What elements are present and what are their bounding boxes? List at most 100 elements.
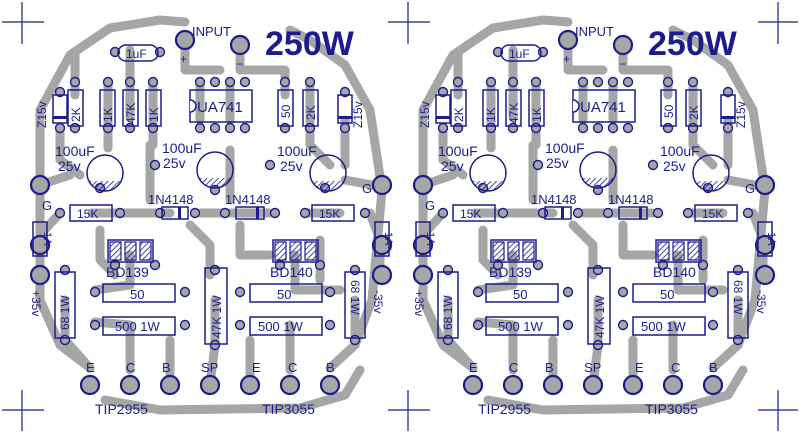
input-plus-label: +: [563, 52, 570, 66]
fuse-label: 1A: [41, 232, 53, 246]
resistor-50-label: 50: [130, 287, 144, 302]
resistor-500-label: 500 1W: [258, 319, 304, 334]
ground-left-label: G: [42, 198, 52, 213]
cap-voltage-label: 25v: [546, 155, 569, 171]
pin-label: E: [469, 360, 478, 375]
cap-1uf-label: 1uF: [509, 47, 530, 61]
cap-1uf-label: 1uF: [126, 47, 147, 61]
resistor-15k-label: 15K: [702, 207, 723, 221]
zener-right-label: Z15v: [734, 101, 748, 128]
opamp-label: UA741: [197, 99, 243, 116]
driver-transistor-label: BD139: [106, 264, 149, 280]
ground-left-label: G: [425, 198, 435, 213]
cap-value-label: 100uF: [545, 140, 585, 156]
diode-label: 1N4148: [531, 192, 577, 207]
amplifier-board-right: 250W INPUT + − 1uF 2K 1K 47K 1K UA741 50…: [412, 20, 777, 417]
supply-plus-label: +35v: [29, 290, 43, 316]
resistor-68-label: 68 1W: [731, 280, 745, 315]
zener-right-label: Z15v: [351, 101, 365, 128]
resistor-15k-label: 15K: [460, 207, 481, 221]
resistor-15k-label: 15K: [319, 207, 340, 221]
supply-plus-label: +35v: [412, 290, 426, 316]
resistor-68-label: 68 1W: [58, 295, 72, 330]
cap-voltage-label: 25v: [163, 155, 186, 171]
output-transistor-label: TIP3055: [262, 401, 315, 417]
resistor-50-label: 50: [660, 287, 674, 302]
pin-label: C: [126, 360, 135, 375]
resistor-label: 2K: [687, 105, 701, 120]
supply-minus-label: -35v: [371, 290, 385, 313]
input-label: INPUT: [192, 24, 231, 39]
amplifier-board-left: 250W INPUT + − 1uF 2K 1K 47K 1K UA741 50…: [29, 20, 394, 417]
pin-label: B: [545, 360, 554, 375]
resistor-68-label: 68 1W: [348, 280, 362, 315]
input-label: INPUT: [575, 24, 614, 39]
cap-value-label: 100uF: [55, 143, 95, 159]
resistor-label: 2K: [69, 107, 83, 122]
resistor-label: 50: [662, 104, 676, 118]
diode-label: 1N4148: [148, 192, 194, 207]
driver-transistor-label: BD140: [270, 264, 313, 280]
opamp-label: UA741: [580, 99, 626, 116]
cap-voltage-label: 25v: [58, 158, 81, 174]
fuse-label: 1A: [382, 232, 394, 246]
fuse-label: 1A: [424, 232, 436, 246]
input-minus-label: −: [236, 57, 243, 71]
pin-label: C: [509, 360, 518, 375]
resistor-label: 1K: [147, 107, 161, 122]
resistor-label: 2K: [452, 107, 466, 122]
output-transistor-label: TIP2955: [478, 401, 531, 417]
pin-label: B: [326, 360, 335, 375]
cap-value-label: 100uF: [438, 143, 478, 159]
pin-label: C: [671, 360, 680, 375]
resistor-47k-label: 47K 1W: [210, 295, 224, 338]
input-plus-label: +: [180, 52, 187, 66]
cap-value-label: 100uF: [660, 143, 700, 159]
resistor-label: 1K: [101, 107, 115, 122]
driver-transistor-label: BD139: [489, 264, 532, 280]
pin-label: B: [162, 360, 171, 375]
cap-value-label: 100uF: [277, 143, 317, 159]
cap-voltage-label: 25v: [280, 158, 303, 174]
resistor-label: 50: [279, 104, 293, 118]
cap-voltage-label: 25v: [663, 158, 686, 174]
cap-value-label: 100uF: [162, 140, 202, 156]
resistor-500-label: 500 1W: [115, 319, 161, 334]
resistor-label: 2K: [304, 105, 318, 120]
resistor-15k-label: 15K: [77, 207, 98, 221]
resistor-label: 47K: [124, 103, 138, 124]
output-transistor-label: TIP2955: [95, 401, 148, 417]
zener-left-label: Z15v: [418, 101, 432, 128]
diode-label: 1N4148: [225, 192, 271, 207]
pin-label: B: [709, 360, 718, 375]
ground-right-label: G: [745, 181, 755, 196]
board-title: 250W: [265, 25, 355, 63]
cap-voltage-label: 25v: [441, 158, 464, 174]
pin-label: SP: [201, 360, 218, 375]
resistor-500-label: 500 1W: [641, 319, 687, 334]
pin-label: E: [635, 360, 644, 375]
pin-label: E: [86, 360, 95, 375]
driver-transistor-label: BD140: [653, 264, 696, 280]
input-minus-label: −: [619, 57, 626, 71]
fuse-label: 1A: [765, 232, 777, 246]
resistor-50-label: 50: [513, 287, 527, 302]
resistor-50-label: 50: [277, 287, 291, 302]
ground-right-label: G: [362, 181, 372, 196]
resistor-label: 1K: [530, 107, 544, 122]
zener-left-label: Z15v: [35, 101, 49, 128]
output-transistor-label: TIP3055: [645, 401, 698, 417]
resistor-68-label: 68 1W: [441, 295, 455, 330]
supply-minus-label: -35v: [754, 290, 768, 313]
resistor-label: 1K: [484, 107, 498, 122]
resistor-500-label: 500 1W: [498, 319, 544, 334]
pin-label: E: [252, 360, 261, 375]
resistor-label: 47K: [507, 103, 521, 124]
board-title: 250W: [648, 25, 738, 63]
diode-label: 1N4148: [608, 192, 654, 207]
pin-label: C: [288, 360, 297, 375]
pin-label: SP: [584, 360, 601, 375]
resistor-47k-label: 47K 1W: [593, 295, 607, 338]
